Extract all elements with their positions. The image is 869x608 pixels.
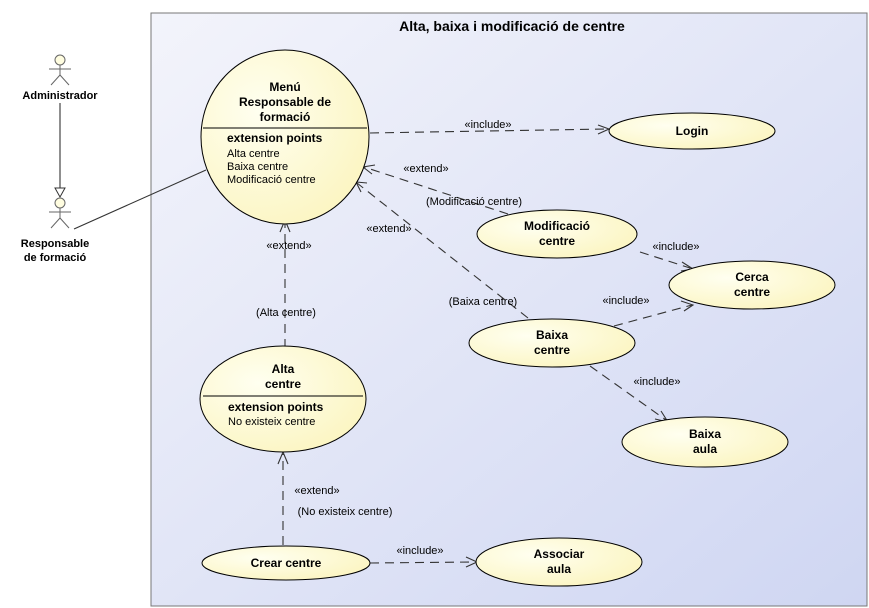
- usecase-name-line2: centre: [734, 285, 770, 299]
- include-label: «include»: [633, 376, 680, 388]
- extend-label: «extend»: [266, 240, 311, 252]
- usecase-name-line3: formació: [260, 110, 311, 124]
- stick-figure-icon: [49, 197, 71, 229]
- extend-alta-menu: «extend» (Alta centre): [256, 218, 316, 348]
- actor-administrador[interactable]: Administrador: [22, 54, 98, 102]
- usecase-name-line1: Associar: [534, 547, 585, 561]
- usecase-menu-responsable[interactable]: Menú Responsable de formació extension p…: [200, 49, 370, 225]
- usecase-baixa-centre[interactable]: Baixa centre: [468, 318, 636, 368]
- usecase-baixa-aula[interactable]: Baixa aula: [621, 416, 789, 468]
- diagram-title: Alta, baixa i modificació de centre: [399, 18, 625, 34]
- usecase-login[interactable]: Login: [608, 112, 776, 150]
- actor-label-line1: Responsable: [21, 238, 89, 250]
- include-baixa-cerca: «include»: [602, 295, 695, 327]
- stick-figure-icon: [49, 54, 71, 86]
- usecase-name-line1: Menú: [269, 80, 300, 94]
- usecase-name: Login: [676, 124, 709, 138]
- include-baixa-aula: «include»: [589, 365, 681, 423]
- usecase-name-line2: centre: [534, 343, 570, 357]
- usecase-name-line1: Alta: [272, 362, 295, 376]
- extension-point: Alta centre: [227, 148, 280, 160]
- extend-label: «extend»: [294, 485, 339, 497]
- usecase-name-line1: Cerca: [735, 270, 769, 284]
- usecase-name-line1: Baixa: [689, 427, 721, 441]
- actor-responsable[interactable]: Responsable de formació: [21, 197, 89, 264]
- association-line: [73, 169, 207, 230]
- usecase-name-line1: Modificació: [524, 219, 590, 233]
- extension-points-title: extension points: [228, 400, 324, 414]
- extend-baixa-menu: «extend» (Baixa centre): [355, 181, 529, 319]
- extend-crear-alta: «extend» (No existeix centre): [277, 450, 393, 545]
- condition-label: (No existeix centre): [298, 506, 393, 518]
- condition-label: (Baixa centre): [449, 296, 517, 308]
- usecase-crear-centre[interactable]: Crear centre: [201, 545, 371, 581]
- extension-point: No existeix centre: [228, 416, 315, 428]
- usecase-name: Crear centre: [251, 556, 322, 570]
- include-label: «include»: [602, 295, 649, 307]
- include-label: «include»: [464, 119, 511, 131]
- usecase-associar-aula[interactable]: Associar aula: [475, 537, 643, 587]
- extension-point: Modificació centre: [227, 174, 316, 186]
- extension-points-title: extension points: [227, 131, 323, 145]
- actor-label: Administrador: [22, 90, 98, 102]
- extend-modificacio-menu: «extend» (Modificació centre): [361, 163, 522, 215]
- usecase-alta-centre[interactable]: Alta centre extension points No existeix…: [199, 345, 367, 453]
- usecase-name-line2: aula: [547, 562, 571, 576]
- condition-label: (Alta centre): [256, 307, 316, 319]
- generalization-arrowhead: [54, 187, 66, 199]
- usecase-cerca-centre[interactable]: Cerca centre: [668, 260, 836, 310]
- usecase-name-line2: centre: [539, 234, 575, 248]
- include-label: «include»: [396, 545, 443, 557]
- usecase-name-line2: aula: [693, 442, 717, 456]
- usecase-name-line2: Responsable de: [239, 95, 331, 109]
- usecase-name-line1: Baixa: [536, 328, 568, 342]
- condition-label: (Modificació centre): [426, 196, 522, 208]
- extend-label: «extend»: [403, 163, 448, 175]
- usecase-modificacio-centre[interactable]: Modificació centre: [476, 209, 638, 259]
- usecase-name-line2: centre: [265, 377, 301, 391]
- extend-label: «extend»: [366, 223, 411, 235]
- actor-label-line2: de formació: [24, 252, 87, 264]
- include-label: «include»: [652, 241, 699, 253]
- extension-point: Baixa centre: [227, 161, 288, 173]
